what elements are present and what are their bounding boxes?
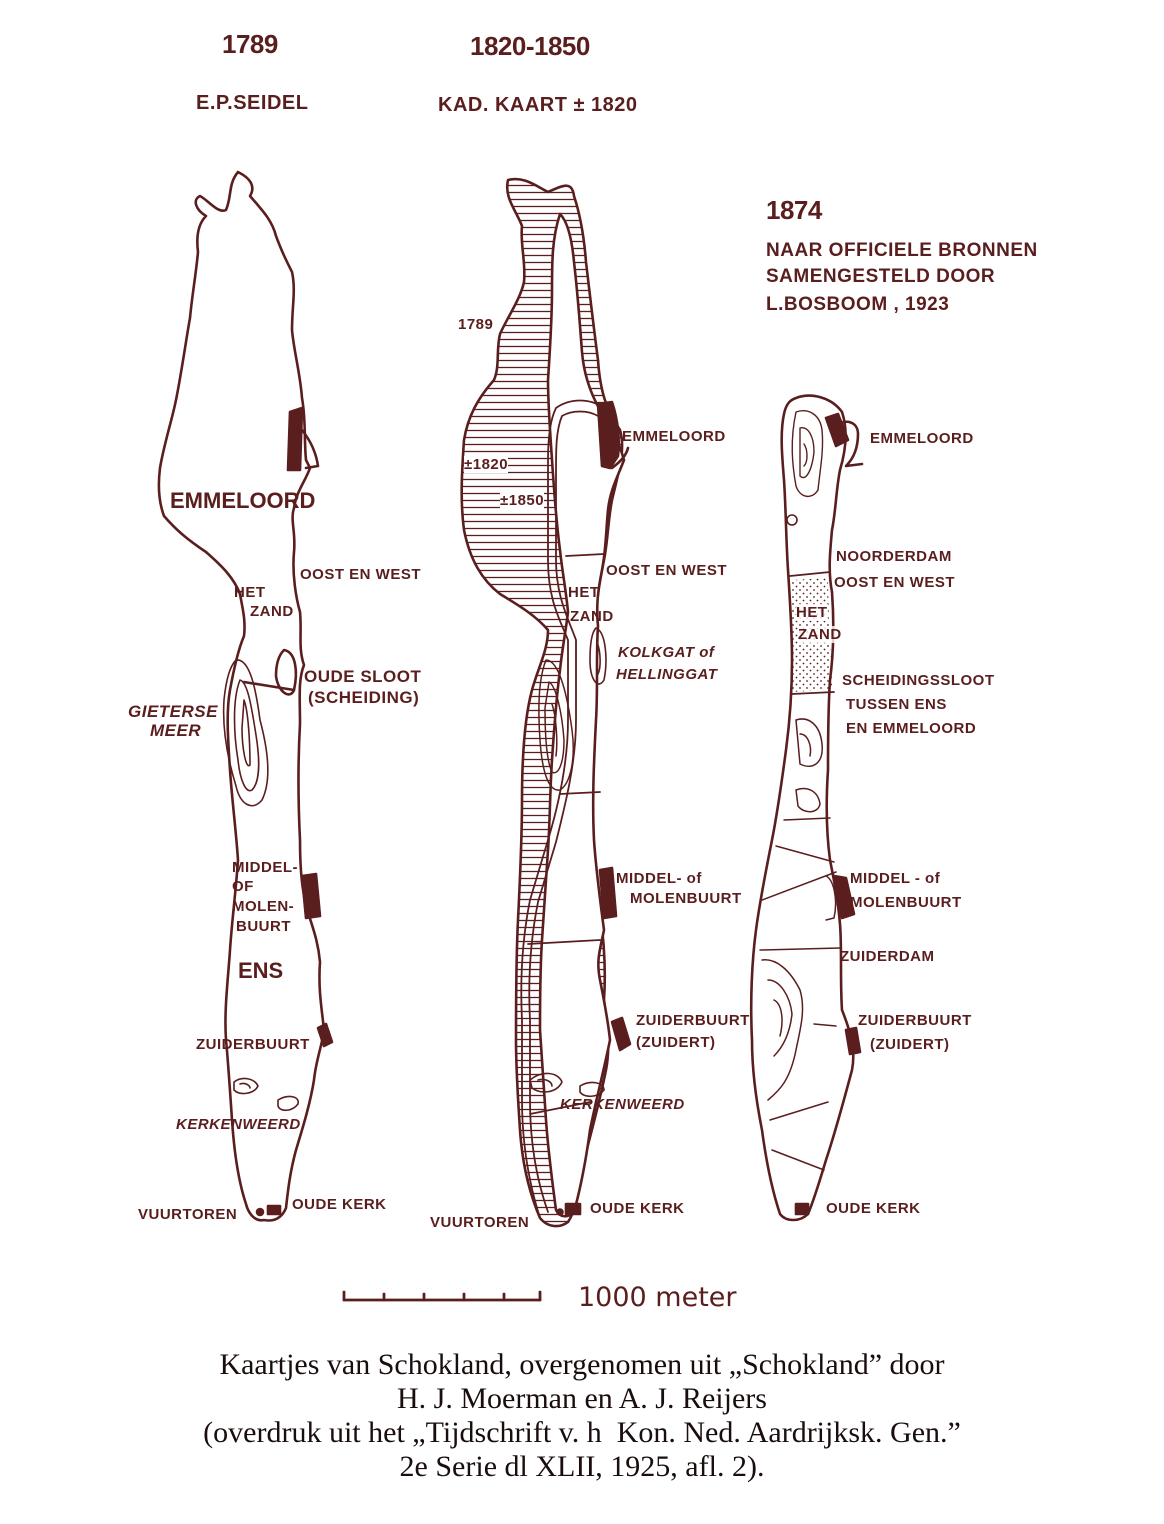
map-1820-1850 <box>460 177 632 1228</box>
map2-label-middel-of: MIDDEL- of <box>616 870 702 887</box>
map2-label-1789: 1789 <box>458 316 494 333</box>
island-outline-1874 <box>749 394 855 1222</box>
map3-label-zuidert: (ZUIDERT) <box>870 1036 950 1053</box>
map3-source-line3: L.BOSBOOM , 1923 <box>766 294 950 315</box>
harbour-emmeloord-1820 <box>596 400 621 470</box>
map1-label-vuurtoren: VUURTOREN <box>138 1206 238 1223</box>
map2-label-oude-kerk: OUDE KERK <box>590 1200 685 1217</box>
map-1789 <box>157 170 334 1222</box>
map2-label-oost-en-west: OOST EN WEST <box>606 562 728 579</box>
map1-label-kerkenweerd: KERKENWEERD <box>176 1116 301 1133</box>
harbour-emmeloord-1789 <box>286 406 304 472</box>
island-outline-1789 <box>157 170 326 1222</box>
map2-label-hellinggat: HELLINGGAT <box>616 666 718 683</box>
map3-label-oude-kerk: OUDE KERK <box>826 1200 921 1217</box>
map1-label-scheiding: (SCHEIDING) <box>308 688 420 707</box>
map1-label-meer: MEER <box>150 721 202 740</box>
map1-label-het: HET <box>234 584 266 601</box>
harbour-emmeloord-1874 <box>824 412 850 448</box>
map1-source: E.P.SEIDEL <box>196 92 309 114</box>
map1-label-oude-sloot: OUDE SLOOT <box>304 667 422 686</box>
caption-line-3: (overdruk uit het „Tijdschrift v. h Kon.… <box>203 1416 961 1449</box>
map1-label-emmeloord: EMMELOORD <box>170 488 316 513</box>
map2-label-kerkenweerd: KERKENWEERD <box>560 1096 685 1113</box>
map2-label-vuurtoren: VUURTOREN <box>430 1214 530 1231</box>
map3-source-line2: SAMENGESTELD DOOR <box>766 266 996 287</box>
map2-label-emmeloord: EMMELOORD <box>622 428 726 445</box>
map1-label-ens: ENS <box>238 958 284 983</box>
map3-label-tussen-ens: TUSSEN ENS <box>846 696 947 713</box>
map2-label-1850: ±1850 <box>500 492 545 510</box>
map2-label-het: HET <box>568 584 600 601</box>
map1-label-oude-kerk: OUDE KERK <box>292 1196 387 1213</box>
map3-label-noorderdam: NOORDERDAM <box>836 548 952 565</box>
map2-label-1820: ±1820 <box>464 456 509 474</box>
map3-label-zuiderdam: ZUIDERDAM <box>840 948 935 965</box>
map-1874 <box>749 394 864 1222</box>
map3-label-zuiderbuurt: ZUIDERBUURT <box>858 1012 972 1029</box>
map3-label-oost-en-west: OOST EN WEST <box>834 574 956 591</box>
map1-label-middel: MIDDEL- <box>232 859 298 876</box>
map1-label-molen: MOLEN- <box>232 898 295 915</box>
map3-label-scheidingssloot: SCHEIDINGSSLOOT <box>842 672 995 689</box>
caption: Kaartjes van Schokland, overgenomen uit … <box>0 1348 1164 1484</box>
map2-label-kolkgat: KOLKGAT of <box>618 644 715 661</box>
map1-label-of: OF <box>232 878 254 895</box>
map3-label-molenbuurt: MOLENBUURT <box>850 894 962 911</box>
map3-source-line1: NAAR OFFICIELE BRONNEN <box>766 240 1038 261</box>
caption-line-1: Kaartjes van Schokland, overgenomen uit … <box>219 1348 945 1381</box>
map2-label-zand: ZAND <box>570 608 614 625</box>
gieterse-meer-1789 <box>222 659 269 807</box>
map1-label-buurt: BUURT <box>236 918 291 935</box>
map2-source: KAD. KAART ± 1820 <box>438 94 638 116</box>
scale-bar <box>342 1290 542 1302</box>
map3-label-middel-of: MIDDEL - of <box>850 870 941 887</box>
map1-label-gieterse: GIETERSE <box>128 702 218 721</box>
scale-label: 1000 meter <box>578 1282 737 1313</box>
map3-year: 1874 <box>766 195 822 225</box>
caption-line-2: H. J. Moerman en A. J. Reijers <box>397 1382 767 1415</box>
map1-label-zuiderbuurt: ZUIDERBUURT <box>196 1036 310 1053</box>
harbour-middelbuurt-1874 <box>832 874 856 920</box>
map1-label-zand: ZAND <box>250 603 294 620</box>
map2-label-molenbuurt: MOLENBUURT <box>630 890 742 907</box>
map1-label-oost-en-west: OOST EN WEST <box>300 566 422 583</box>
map3-label-zand: ZAND <box>798 626 842 644</box>
harbour-middelbuurt-1820 <box>598 866 618 920</box>
map3-label-en-emmeloord: EN EMMELOORD <box>846 720 977 737</box>
caption-line-4: 2e Serie dl XLII, 1925, afl. 2). <box>399 1450 765 1483</box>
map2-label-zuidert: (ZUIDERT) <box>636 1034 716 1051</box>
map2-label-zuiderbuurt: ZUIDERBUURT <box>636 1012 750 1029</box>
map2-year: 1820-1850 <box>470 31 590 61</box>
harbour-middelbuurt-1789 <box>300 872 322 920</box>
map3-label-emmeloord: EMMELOORD <box>870 430 974 447</box>
map1-year: 1789 <box>222 29 278 59</box>
map3-label-het: HET <box>796 604 828 622</box>
